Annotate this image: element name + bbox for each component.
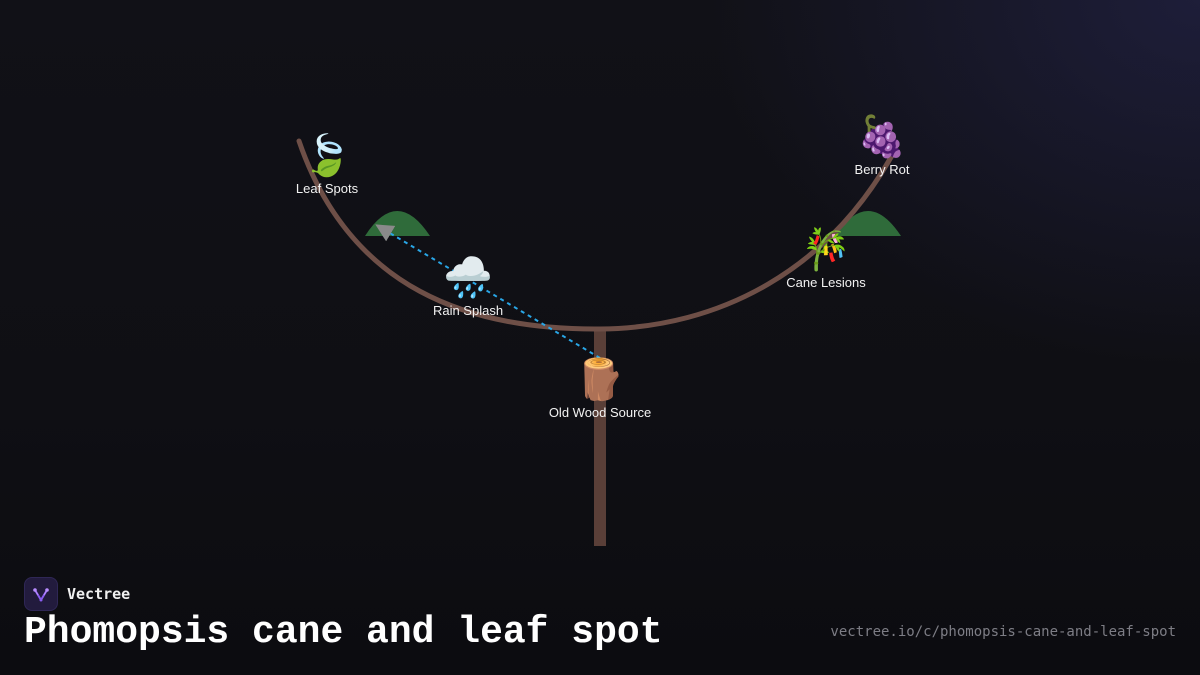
page-title: Phomopsis cane and leaf spot bbox=[24, 611, 663, 654]
node-old-wood-source: 🪵 Old Wood Source bbox=[549, 357, 651, 420]
brand: Vectree bbox=[24, 577, 130, 611]
node-label: Old Wood Source bbox=[548, 405, 652, 420]
vine-trunk bbox=[594, 330, 606, 546]
page-url[interactable]: vectree.io/c/phomopsis-cane-and-leaf-spo… bbox=[830, 624, 1176, 640]
node-label: Leaf Spots bbox=[295, 181, 359, 196]
node-rain-splash: 🌧️ Rain Splash bbox=[433, 255, 503, 318]
wind-leaf-icon: 🍃 bbox=[302, 133, 352, 178]
bamboo-cane-icon: 🎋 bbox=[801, 227, 851, 272]
brand-name: Vectree bbox=[67, 585, 131, 603]
leaf-left bbox=[365, 211, 430, 236]
wood-log-icon: 🪵 bbox=[575, 357, 625, 402]
vectree-logo-icon bbox=[24, 577, 58, 611]
grapes-icon: 🍇 bbox=[857, 114, 907, 159]
node-label: Berry Rot bbox=[854, 162, 910, 177]
vine-branch bbox=[296, 138, 898, 332]
node-label: Cane Lesions bbox=[786, 275, 866, 290]
node-label: Rain Splash bbox=[432, 303, 504, 318]
splash-dispersal-arrow bbox=[375, 224, 601, 359]
node-berry-rot: 🍇 Berry Rot bbox=[855, 114, 910, 177]
node-leaf-spots: 🍃 Leaf Spots bbox=[296, 133, 358, 196]
node-cane-lesions: 🎋 Cane Lesions bbox=[786, 227, 866, 290]
rain-cloud-icon: 🌧️ bbox=[443, 255, 493, 300]
